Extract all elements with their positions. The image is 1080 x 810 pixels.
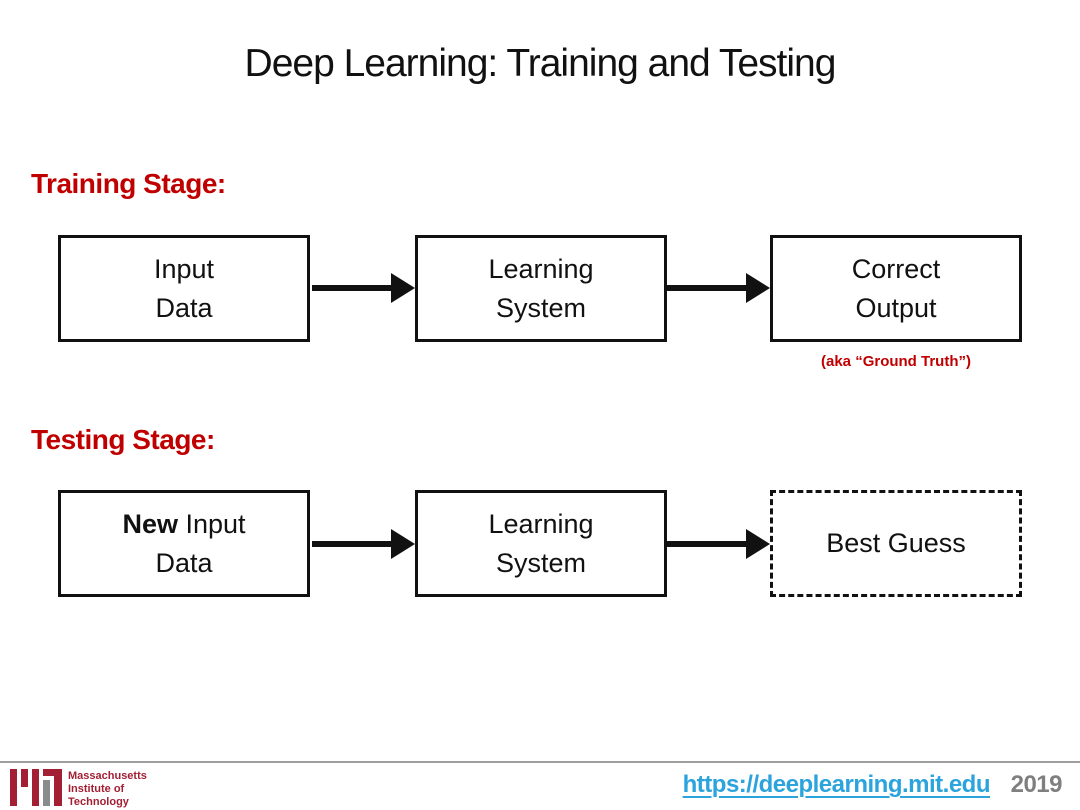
arrow-right-icon xyxy=(312,273,415,303)
mit-logo-bar xyxy=(43,769,62,776)
ground-truth-annotation: (aka “Ground Truth”) xyxy=(821,353,971,370)
arrow-head xyxy=(746,529,770,559)
mit-logo-bar xyxy=(21,769,28,787)
arrow-shaft xyxy=(312,285,394,291)
arrow-right-icon xyxy=(667,273,770,303)
box-text-line: Correct xyxy=(851,253,941,284)
arrow-right-icon xyxy=(312,529,415,559)
arrow-head xyxy=(391,273,415,303)
box-text-line: Data xyxy=(155,547,213,578)
arrow-right-icon xyxy=(667,529,770,559)
arrow-shaft xyxy=(312,541,394,547)
training-input-data-box: Input Data xyxy=(58,235,310,342)
mit-logo-bar xyxy=(32,769,39,806)
box-text-line: Output xyxy=(855,292,937,323)
mit-logo-bar xyxy=(10,769,17,806)
testing-learning-system-box: Learning System xyxy=(415,490,667,597)
institution-name: Massachusetts Institute of Technology xyxy=(68,770,147,809)
course-website-link[interactable]: https://deeplearning.mit.edu xyxy=(682,771,991,798)
training-learning-system-box: Learning System xyxy=(415,235,667,342)
arrow-head xyxy=(746,273,770,303)
testing-best-guess-box: Best Guess xyxy=(770,490,1022,597)
testing-stage-label: Testing Stage: xyxy=(31,424,215,455)
training-stage-label: Training Stage: xyxy=(31,168,226,199)
testing-new-input-data-box: New Input Data xyxy=(58,490,310,597)
box-text-line: Learning xyxy=(488,508,594,539)
box-text-bold: New xyxy=(122,508,178,539)
box-text-line: System xyxy=(495,292,587,323)
box-text-line: Data xyxy=(155,292,213,323)
institution-line: Technology xyxy=(68,796,129,808)
box-text-line: Input xyxy=(153,253,215,284)
box-text-line: New Input xyxy=(122,505,245,544)
mit-logo-icon xyxy=(10,769,62,806)
page-title: Deep Learning: Training and Testing xyxy=(244,42,837,85)
arrow-head xyxy=(391,529,415,559)
box-text-rest: Input xyxy=(177,508,246,539)
box-text-line: Learning xyxy=(488,253,594,284)
box-text-line: System xyxy=(495,547,587,578)
institution-line: Institute of xyxy=(68,783,125,795)
box-text-line: Best Guess xyxy=(826,528,966,558)
year-label: 2019 xyxy=(1010,771,1063,798)
institution-line: Massachusetts xyxy=(68,770,147,782)
mit-logo-bar xyxy=(54,776,62,806)
arrow-shaft xyxy=(667,541,749,547)
footer-divider xyxy=(0,761,1080,763)
training-correct-output-box: Correct Output xyxy=(770,235,1022,342)
mit-logo-bar xyxy=(43,780,50,806)
arrow-shaft xyxy=(667,285,749,291)
